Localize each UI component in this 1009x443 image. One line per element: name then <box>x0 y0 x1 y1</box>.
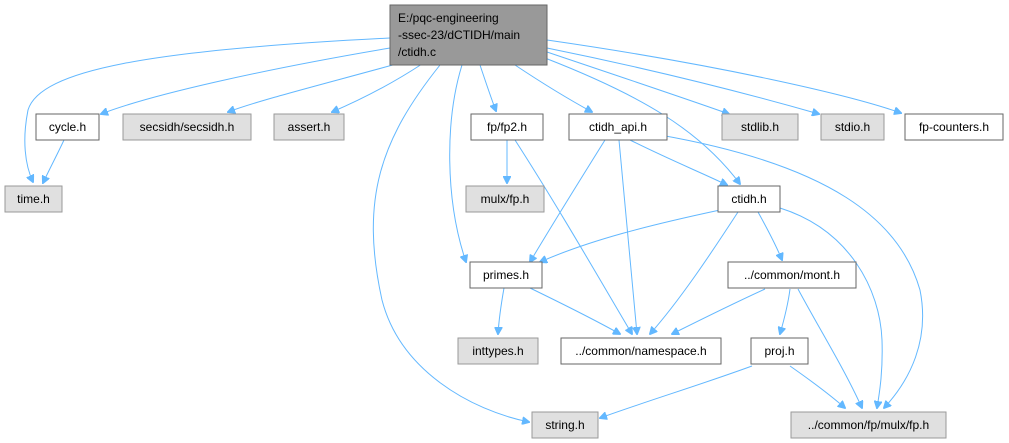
node-stdlib-h[interactable]: stdlib.h <box>721 113 799 141</box>
edge-root-to-primes <box>449 64 466 262</box>
edge-proj-to-string <box>600 365 753 418</box>
node-secsidh-h[interactable]: secsidh/secsidh.h <box>122 113 252 141</box>
node-label: ../common/mont.h <box>744 268 840 282</box>
node-label: ctidh_api.h <box>589 120 647 134</box>
root-line-1: E:/pqc-engineering <box>398 11 499 25</box>
node-string-h[interactable]: string.h <box>531 411 599 439</box>
node-cycle-h[interactable]: cycle.h <box>35 113 100 141</box>
edge-root-to-secsidh <box>228 62 401 112</box>
node-fp2-h[interactable]: fp/fp2.h <box>470 113 544 141</box>
node-label: stdio.h <box>835 120 870 134</box>
node-common-fp-mulx-fp-h[interactable]: ../common/fp/mulx/fp.h <box>790 411 947 439</box>
edge-root-to-ctidh-api <box>514 64 592 112</box>
node-stdio-h[interactable]: stdio.h <box>820 113 885 141</box>
edge-ctidh-api-to-primes <box>530 139 606 262</box>
edge-ctidh-to-primes <box>540 209 721 262</box>
edge-fp2-to-namespace <box>514 139 632 334</box>
edge-ctidh-to-mont <box>757 211 782 260</box>
edges-layer <box>24 37 924 422</box>
node-label: assert.h <box>288 120 331 134</box>
node-label: ctidh.h <box>731 192 766 206</box>
node-label: inttypes.h <box>472 344 523 358</box>
node-assert-h[interactable]: assert.h <box>273 113 345 141</box>
node-label: fp/fp2.h <box>487 120 527 134</box>
edge-root-to-fp2 <box>479 64 496 111</box>
edge-ctidh-api-to-common-fp <box>659 134 924 408</box>
root-line-3: /ctidh.c <box>398 45 436 59</box>
edge-root-to-time <box>24 37 391 182</box>
root-line-2: -ssec-23/dCTIDH/main <box>398 28 520 42</box>
node-label: secsidh/secsidh.h <box>140 120 235 134</box>
edge-root-to-stdio <box>546 47 819 114</box>
edge-root-to-stdlib <box>546 51 729 114</box>
edge-ctidh-api-to-namespace <box>618 139 637 334</box>
node-label: primes.h <box>483 268 529 282</box>
node-mont-h[interactable]: ../common/mont.h <box>727 261 857 289</box>
nodes-layer: E:/pqc-engineering -ssec-23/dCTIDH/main … <box>4 4 1004 439</box>
edge-proj-to-common-fp <box>789 365 845 408</box>
node-label: cycle.h <box>49 120 86 134</box>
node-ctidh-h[interactable]: ctidh.h <box>717 185 781 213</box>
edge-root-to-assert <box>332 63 423 112</box>
edge-mont-to-common-fp <box>797 288 862 408</box>
node-label: stdlib.h <box>741 120 779 134</box>
node-namespace-h[interactable]: ../common/namespace.h <box>560 337 722 365</box>
node-label: string.h <box>545 418 584 432</box>
node-label: proj.h <box>764 344 794 358</box>
node-proj-h[interactable]: proj.h <box>750 337 809 365</box>
edge-ctidh-to-namespace <box>650 211 739 334</box>
edge-root-to-string <box>372 64 529 422</box>
edge-mont-to-proj <box>780 288 791 334</box>
node-ctidh-api-h[interactable]: ctidh_api.h <box>568 113 668 141</box>
node-label: mulx/fp.h <box>481 192 530 206</box>
node-mulx-fp-h[interactable]: mulx/fp.h <box>465 185 545 213</box>
edge-root-to-fpcounters <box>546 39 901 113</box>
node-inttypes-h[interactable]: inttypes.h <box>457 337 539 365</box>
node-label: ../common/fp/mulx/fp.h <box>808 418 929 432</box>
node-root-file[interactable]: E:/pqc-engineering -ssec-23/dCTIDH/main … <box>389 4 548 66</box>
node-label: fp-counters.h <box>919 120 989 134</box>
edge-cycle-to-time <box>43 139 65 183</box>
node-label: time.h <box>17 192 50 206</box>
edge-ctidh-api-to-ctidh <box>629 139 727 185</box>
node-fp-counters-h[interactable]: fp-counters.h <box>904 113 1004 141</box>
node-label: ../common/namespace.h <box>575 344 706 358</box>
edge-mont-to-namespace <box>672 288 766 334</box>
edge-root-to-cycle <box>101 47 391 114</box>
node-time-h[interactable]: time.h <box>4 185 63 213</box>
node-primes-h[interactable]: primes.h <box>469 261 543 289</box>
edge-primes-to-namespace <box>529 287 620 334</box>
edge-ctidh-to-common-fp <box>779 207 883 408</box>
edge-primes-to-inttypes <box>498 287 505 334</box>
